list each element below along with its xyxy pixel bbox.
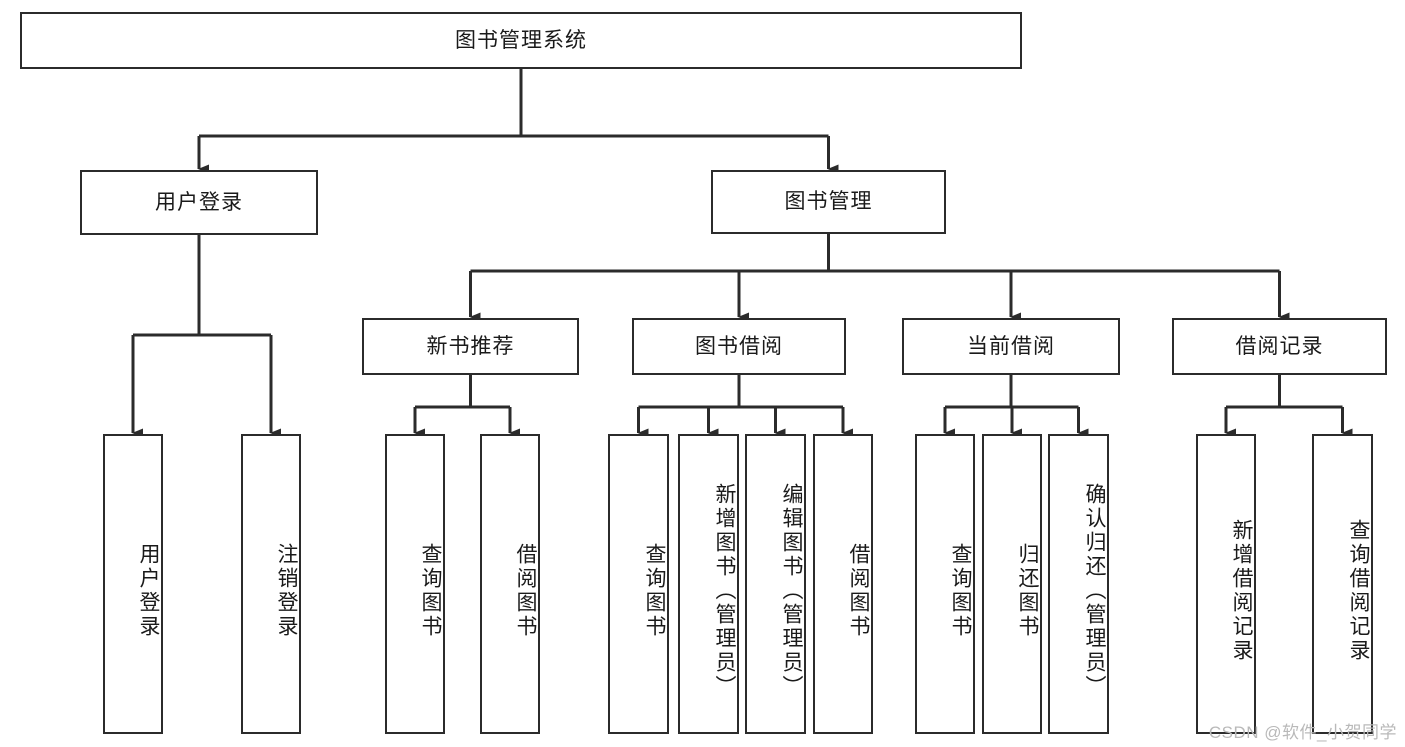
leaf-edit-book-admin-label: 编辑图书（管理员） [780,483,803,699]
csdn-watermark: CSDN @软件_小贺同学 [1208,723,1397,742]
leaf-confirm-return-admin-label: 确认归还（管理员） [1083,483,1106,699]
node-new-book-recommend[interactable]: 新书推荐 [362,318,579,375]
leaf-borrow-book-label: 借阅图书 [847,543,870,639]
leaf-return-book[interactable]: 归还图书 [982,434,1042,734]
node-book-borrow-label: 图书借阅 [695,334,783,358]
node-borrow-record[interactable]: 借阅记录 [1172,318,1387,375]
leaf-borrow-book[interactable]: 借阅图书 [813,434,873,734]
leaf-edit-book-admin[interactable]: 编辑图书（管理员） [745,434,806,734]
node-book-management[interactable]: 图书管理 [711,170,946,234]
node-user-login-label: 用户登录 [155,190,243,214]
leaf-add-book-admin-label: 新增图书（管理员） [713,483,736,699]
leaf-add-book-admin[interactable]: 新增图书（管理员） [678,434,739,734]
leaf-user-login[interactable]: 用户登录 [103,434,163,734]
edges [131,69,1353,438]
node-root-label: 图书管理系统 [455,28,587,52]
node-borrow-record-label: 借阅记录 [1235,334,1324,358]
node-book-borrow[interactable]: 图书借阅 [632,318,846,375]
node-current-borrow-label: 当前借阅 [967,334,1055,358]
node-new-book-recommend-label: 新书推荐 [426,334,515,358]
leaf-logout-label: 注销登录 [275,543,298,639]
leaf-query-book-borrow[interactable]: 查询图书 [608,434,669,734]
node-root[interactable]: 图书管理系统 [20,12,1022,69]
leaf-query-borrow-record[interactable]: 查询借阅记录 [1312,434,1373,734]
node-current-borrow[interactable]: 当前借阅 [902,318,1120,375]
leaf-query-book-borrow-label: 查询图书 [643,543,666,639]
leaf-borrow-book-recommend[interactable]: 借阅图书 [480,434,540,734]
leaf-query-book-current-label: 查询图书 [949,543,972,639]
leaf-query-book-current[interactable]: 查询图书 [915,434,975,734]
node-book-management-label: 图书管理 [784,190,873,214]
leaf-query-borrow-record-label: 查询借阅记录 [1347,519,1370,663]
node-user-login[interactable]: 用户登录 [80,170,318,235]
leaf-add-borrow-record[interactable]: 新增借阅记录 [1196,434,1256,734]
leaf-return-book-label: 归还图书 [1016,543,1039,639]
leaf-confirm-return-admin[interactable]: 确认归还（管理员） [1048,434,1109,734]
leaf-query-book-recommend[interactable]: 查询图书 [385,434,445,734]
leaf-borrow-book-recommend-label: 借阅图书 [514,543,537,639]
leaf-add-borrow-record-label: 新增借阅记录 [1230,519,1253,663]
leaf-logout[interactable]: 注销登录 [241,434,301,734]
leaf-user-login-label: 用户登录 [137,543,160,639]
leaf-query-book-recommend-label: 查询图书 [419,543,442,639]
